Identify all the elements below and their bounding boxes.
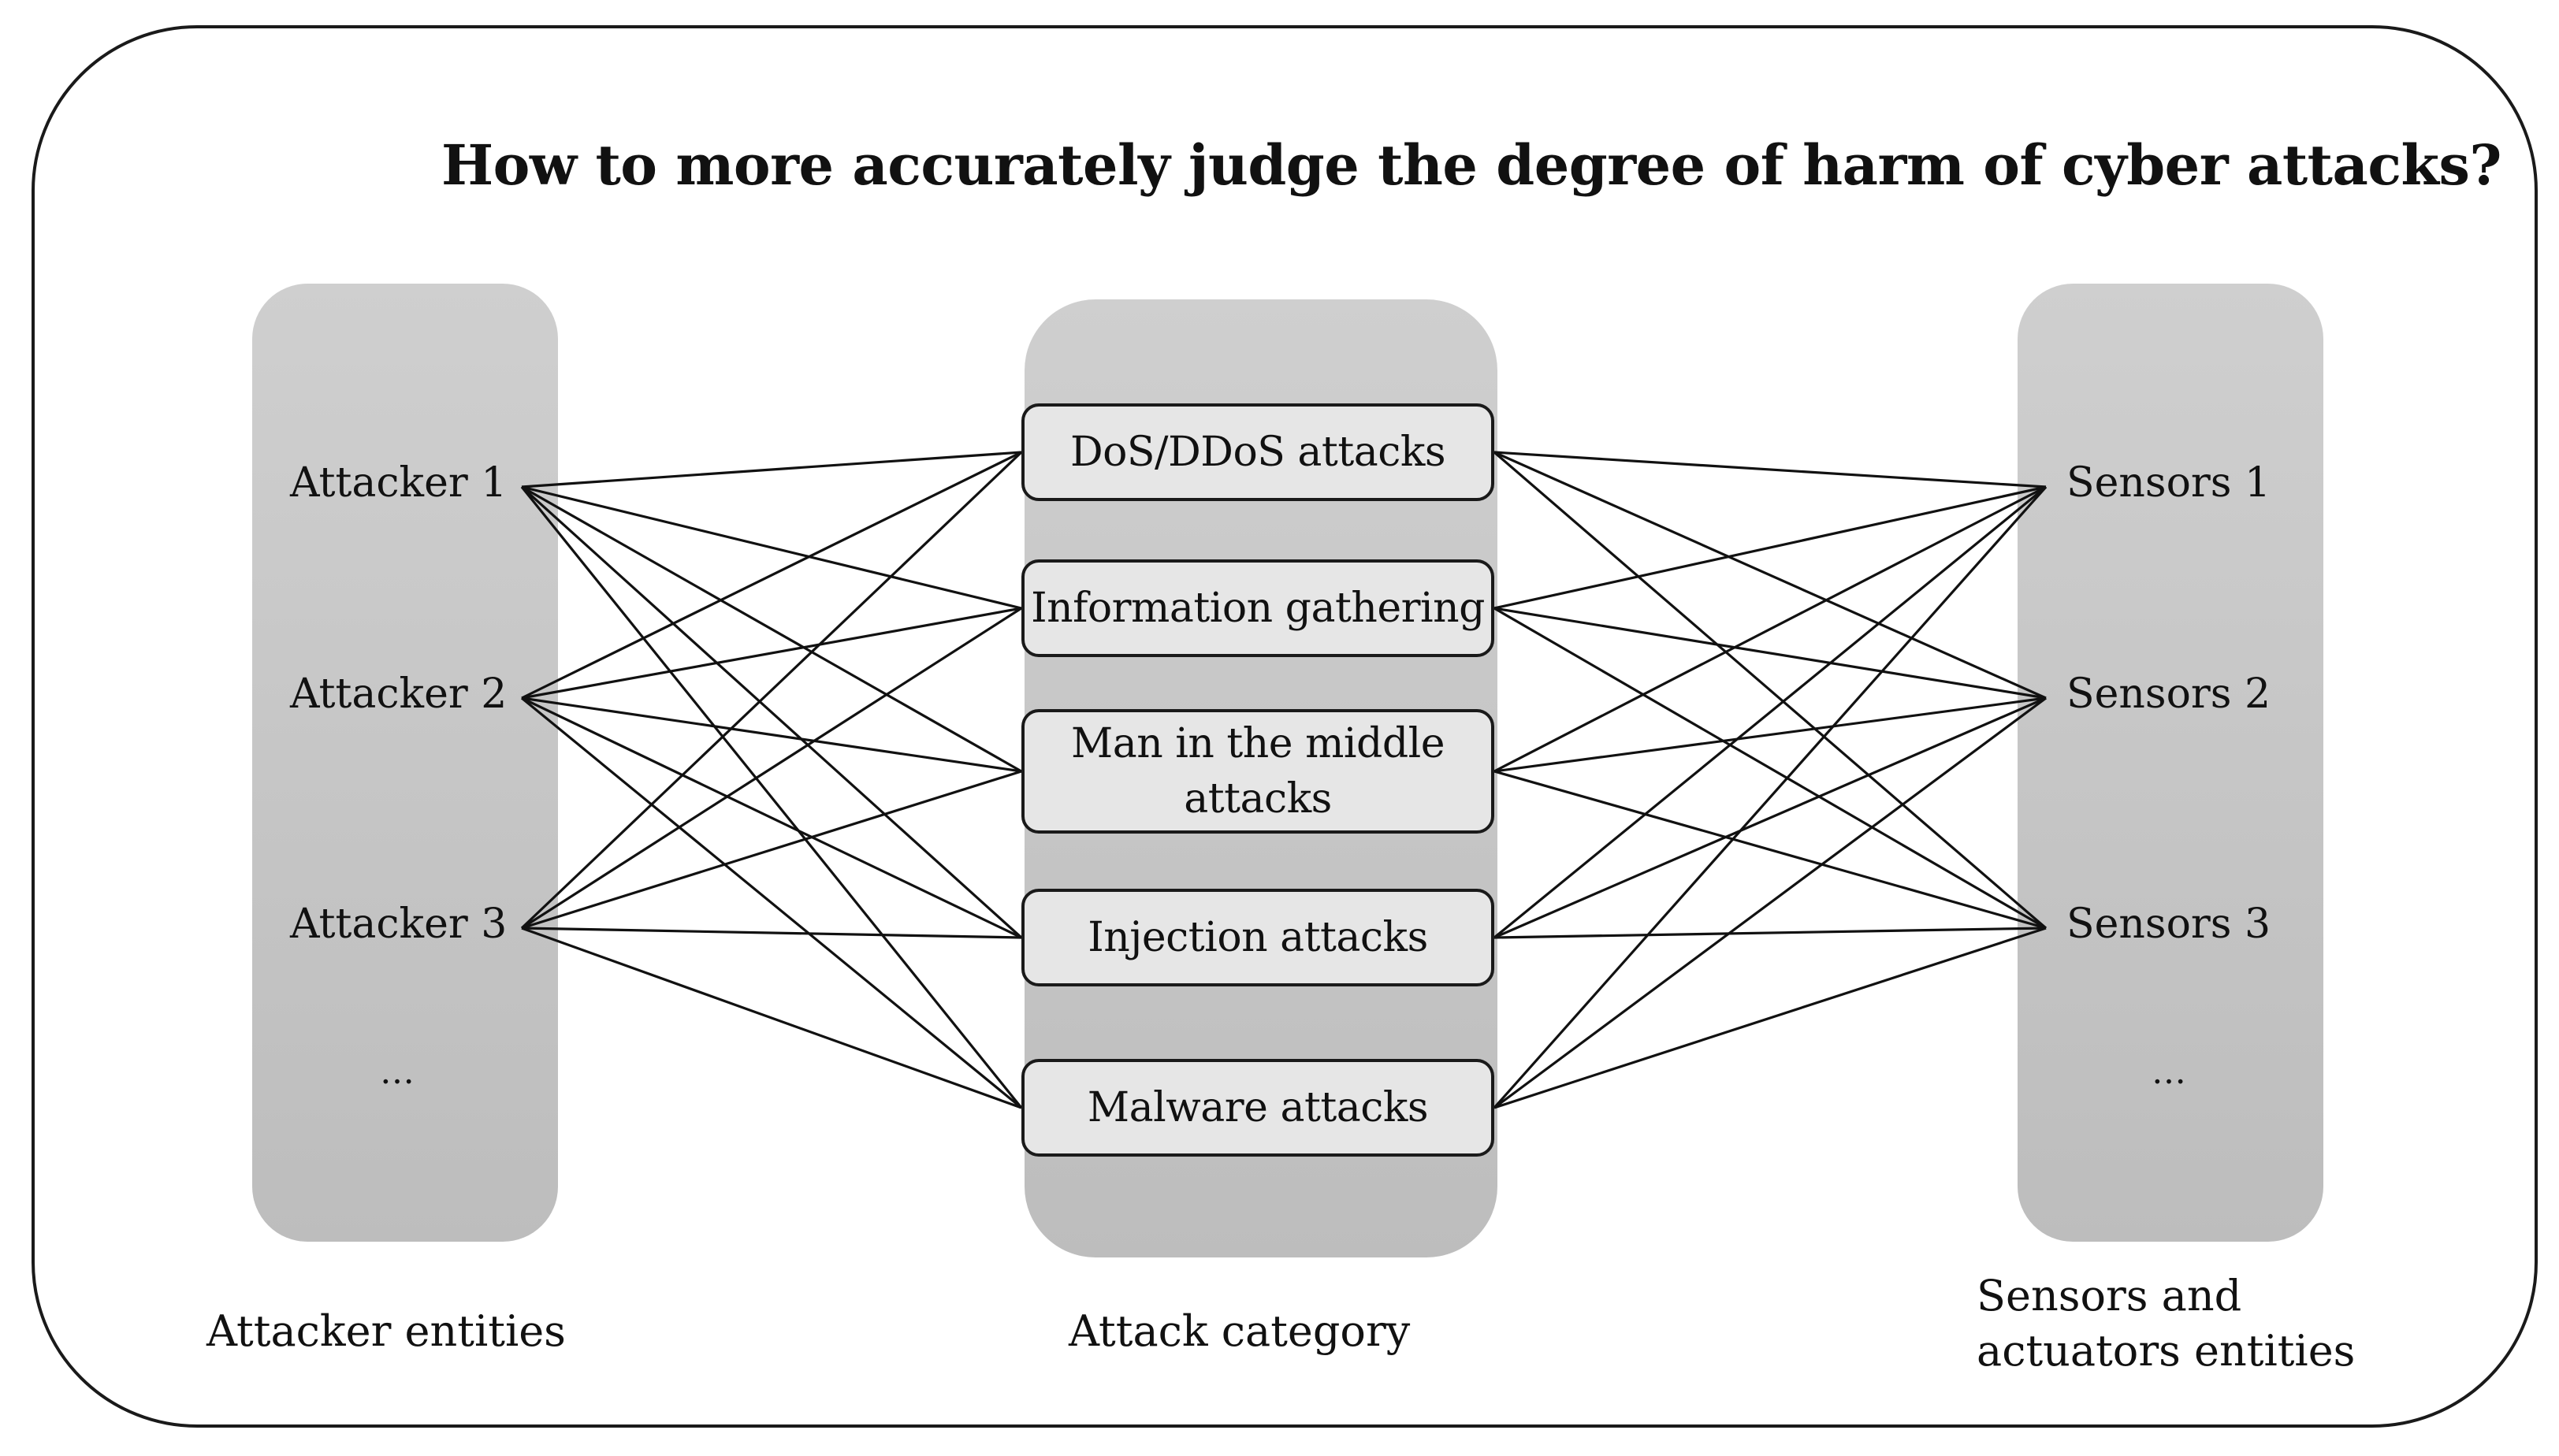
edge-category-5-sensor-3 [1493, 927, 2047, 1109]
edge-category-1-sensor-2 [1493, 451, 2047, 700]
diagram-title: How to more accurately judge the degree … [441, 132, 2501, 198]
attacker-entities-caption: Attacker entities [206, 1306, 566, 1356]
sensor-3-label: Sensors 3 [2066, 901, 2271, 948]
edge-category-4-sensor-3 [1493, 927, 2047, 939]
attacker-panel [252, 284, 558, 1242]
edge-category-5-sensor-2 [1493, 696, 2047, 1109]
sensors-caption-line-2: actuators entities [1977, 1326, 2356, 1376]
sensor-1-label: Sensors 1 [2066, 459, 2271, 507]
category-malware-label: Malware attacks [1087, 1084, 1429, 1131]
edge-category-1-sensor-3 [1493, 451, 2048, 930]
edge-attacker-3-category-2 [521, 607, 1022, 930]
attacker-1-label: Attacker 1 [290, 459, 508, 507]
edge-category-3-sensor-2 [1493, 696, 2047, 773]
edge-attacker-2-category-4 [521, 696, 1022, 939]
edge-attacker-1-category-1 [521, 451, 1022, 488]
category-man-in-the-middle-label: Man in the middle attacks [1070, 720, 1445, 823]
edge-category-5-sensor-1 [1493, 485, 2048, 1109]
category-dos-ddos-box: DoS/DDoS attacks [1021, 403, 1494, 501]
edge-category-3-sensor-1 [1493, 485, 2047, 773]
edge-category-2-sensor-3 [1493, 607, 2047, 930]
edge-attacker-2-category-1 [521, 451, 1022, 700]
sensor-ellipsis: … [2152, 1052, 2186, 1092]
edge-attacker-1-category-5 [520, 485, 1023, 1109]
category-information-gathering-label: Information gathering [1031, 585, 1485, 632]
edge-category-2-sensor-1 [1493, 485, 2047, 610]
edge-category-1-sensor-1 [1493, 451, 2047, 488]
edge-attacker-3-category-5 [521, 927, 1022, 1109]
sensors-caption-line-1: Sensors and [1977, 1271, 2242, 1320]
attacker-2-label: Attacker 2 [290, 670, 508, 718]
edge-attacker-2-category-3 [521, 696, 1022, 773]
category-malware-box: Malware attacks [1021, 1059, 1494, 1157]
edge-category-4-sensor-1 [1493, 485, 2048, 939]
edge-attacker-2-category-2 [521, 607, 1022, 700]
edge-attacker-1-category-3 [521, 485, 1022, 773]
attacker-3-label: Attacker 3 [290, 901, 508, 948]
attacker-ellipsis: … [380, 1052, 415, 1092]
sensor-2-label: Sensors 2 [2066, 670, 2271, 718]
edge-attacker-2-category-5 [520, 696, 1023, 1109]
edge-attacker-3-category-1 [520, 451, 1023, 930]
edge-attacker-1-category-2 [521, 485, 1022, 610]
edge-attacker-3-category-3 [521, 770, 1022, 930]
edge-category-4-sensor-2 [1493, 696, 2047, 939]
edge-category-2-sensor-2 [1493, 607, 2047, 700]
sensor-panel [2018, 284, 2323, 1242]
category-injection-label: Injection attacks [1088, 914, 1428, 961]
edge-attacker-3-category-4 [521, 927, 1022, 939]
category-injection-box: Injection attacks [1021, 889, 1494, 986]
edge-attacker-1-category-4 [520, 485, 1023, 939]
category-information-gathering-box: Information gathering [1021, 559, 1494, 657]
attack-category-caption: Attack category [1069, 1306, 1411, 1356]
edge-category-3-sensor-3 [1493, 770, 2047, 930]
category-dos-ddos-label: DoS/DDoS attacks [1069, 429, 1446, 476]
category-man-in-the-middle-box: Man in the middle attacks [1021, 709, 1494, 834]
